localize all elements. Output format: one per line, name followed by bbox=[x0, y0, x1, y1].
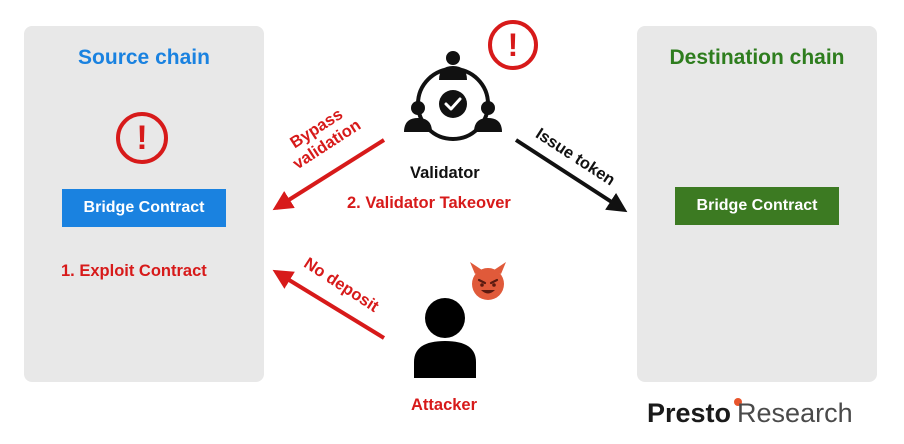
destination-bridge-contract: Bridge Contract bbox=[675, 187, 839, 225]
source-bridge-contract: Bridge Contract bbox=[62, 189, 226, 227]
validator-alert-icon: ! bbox=[488, 20, 538, 70]
brand-name: Presto bbox=[647, 398, 732, 428]
validator-takeover-label: 2. Validator Takeover bbox=[347, 194, 511, 212]
source-chain-panel: Source chain ! Bridge Contract 1. Exploi… bbox=[24, 26, 264, 382]
validator-group-icon bbox=[404, 51, 502, 141]
brand-accent-dot bbox=[734, 398, 742, 406]
alert-icon: ! bbox=[116, 112, 168, 164]
attacker-label: Attacker bbox=[411, 396, 478, 414]
brand-suffix: Research bbox=[737, 398, 853, 428]
issue-token-arrow bbox=[514, 138, 628, 213]
bypass-validation-arrow bbox=[272, 138, 386, 211]
source-chain-title: Source chain bbox=[78, 46, 210, 69]
validator-label: Validator bbox=[410, 164, 480, 182]
no-deposit-arrow bbox=[272, 269, 386, 340]
exploit-contract-label: 1. Exploit Contract bbox=[61, 262, 207, 280]
destination-chain-title: Destination chain bbox=[669, 46, 845, 69]
attacker-person-icon bbox=[414, 298, 476, 378]
destination-chain-panel: Destination chain Bridge Contract bbox=[637, 26, 877, 382]
devil-emoji-icon bbox=[470, 262, 506, 300]
